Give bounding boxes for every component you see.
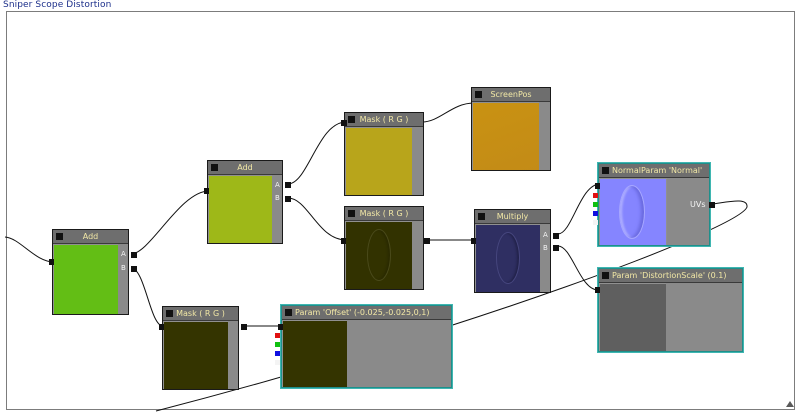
- node-preview: [600, 179, 666, 245]
- node-add-mid[interactable]: Add A B: [204, 160, 291, 244]
- node-title: Mask ( R G ): [163, 307, 238, 321]
- normal-oval-shape: [367, 229, 391, 281]
- pin-a-label: A: [121, 250, 126, 258]
- node-multiply[interactable]: Multiply A B: [471, 209, 559, 293]
- pin-b-label: B: [121, 264, 126, 272]
- node-distortion-scale-param[interactable]: Param 'DistortionScale' (0.1): [595, 268, 743, 352]
- input-pin[interactable]: [341, 120, 347, 126]
- channel-g-marker: [275, 342, 280, 347]
- output-pin[interactable]: [595, 183, 601, 189]
- normal-oval-shape: [496, 232, 520, 284]
- channel-a-marker: [593, 220, 598, 225]
- output-pin[interactable]: [204, 188, 210, 194]
- node-preview: [54, 245, 119, 314]
- output-pin[interactable]: [471, 238, 477, 244]
- node-preview: [164, 322, 228, 389]
- input-pin[interactable]: [241, 324, 247, 330]
- channel-g-marker: [593, 202, 598, 207]
- input-pin-a[interactable]: [131, 252, 137, 258]
- output-pin[interactable]: [595, 287, 601, 293]
- node-title: Mask ( R G ): [345, 113, 423, 127]
- node-screenpos[interactable]: ScreenPos: [471, 87, 551, 171]
- channel-b-marker: [275, 351, 280, 356]
- node-normal-param[interactable]: NormalParam 'Normal' UVs: [593, 163, 715, 246]
- output-pin[interactable]: [159, 324, 165, 330]
- node-mask-top[interactable]: Mask ( R G ): [341, 112, 424, 196]
- channel-b-marker: [593, 211, 598, 216]
- window-title: Sniper Scope Distortion: [3, 0, 112, 10]
- uvs-input-pin[interactable]: [709, 202, 715, 208]
- resize-grip-icon[interactable]: [786, 401, 794, 407]
- node-preview: [283, 321, 348, 387]
- node-mask-mid[interactable]: Mask ( R G ): [341, 206, 430, 290]
- node-title: Mask ( R G ): [345, 207, 423, 221]
- node-preview: [346, 128, 412, 195]
- node-preview: [209, 176, 273, 243]
- normal-oval-shape: [619, 185, 645, 239]
- input-pin[interactable]: [424, 238, 430, 244]
- node-preview: [346, 222, 412, 289]
- node-title: Param 'DistortionScale' (0.1): [599, 269, 742, 283]
- node-offset-param[interactable]: Param 'Offset' (-0.025,-0.025,0,1): [275, 305, 452, 388]
- output-pin[interactable]: [341, 238, 347, 244]
- node-title: Add: [53, 230, 128, 244]
- node-preview: [476, 225, 540, 292]
- node-preview: [473, 103, 540, 170]
- channel-r-marker: [593, 193, 598, 198]
- node-preview: [600, 284, 666, 351]
- input-pin-a[interactable]: [553, 233, 559, 239]
- output-pin[interactable]: [49, 259, 55, 265]
- node-add-left[interactable]: Add A B: [49, 229, 137, 315]
- pin-b-label: B: [275, 194, 280, 202]
- node-title: Add: [208, 161, 282, 175]
- input-pin-b[interactable]: [285, 196, 291, 202]
- channel-a-marker: [275, 360, 280, 365]
- output-pin[interactable]: [278, 324, 284, 330]
- pin-a-label: A: [543, 231, 548, 239]
- node-mask-bottom[interactable]: Mask ( R G ): [159, 306, 247, 390]
- node-title: ScreenPos: [472, 88, 550, 102]
- node-title: Param 'Offset' (-0.025,-0.025,0,1): [282, 306, 451, 320]
- channel-r-marker: [275, 333, 280, 338]
- pin-b-label: B: [543, 244, 548, 252]
- node-title: NormalParam 'Normal': [599, 164, 709, 178]
- input-pin-a[interactable]: [285, 182, 291, 188]
- input-pin-b[interactable]: [553, 245, 559, 251]
- uvs-pin-label: UVs: [690, 200, 706, 209]
- input-pin-b[interactable]: [131, 266, 137, 272]
- node-title: Multiply: [475, 210, 550, 224]
- pin-a-label: A: [275, 181, 280, 189]
